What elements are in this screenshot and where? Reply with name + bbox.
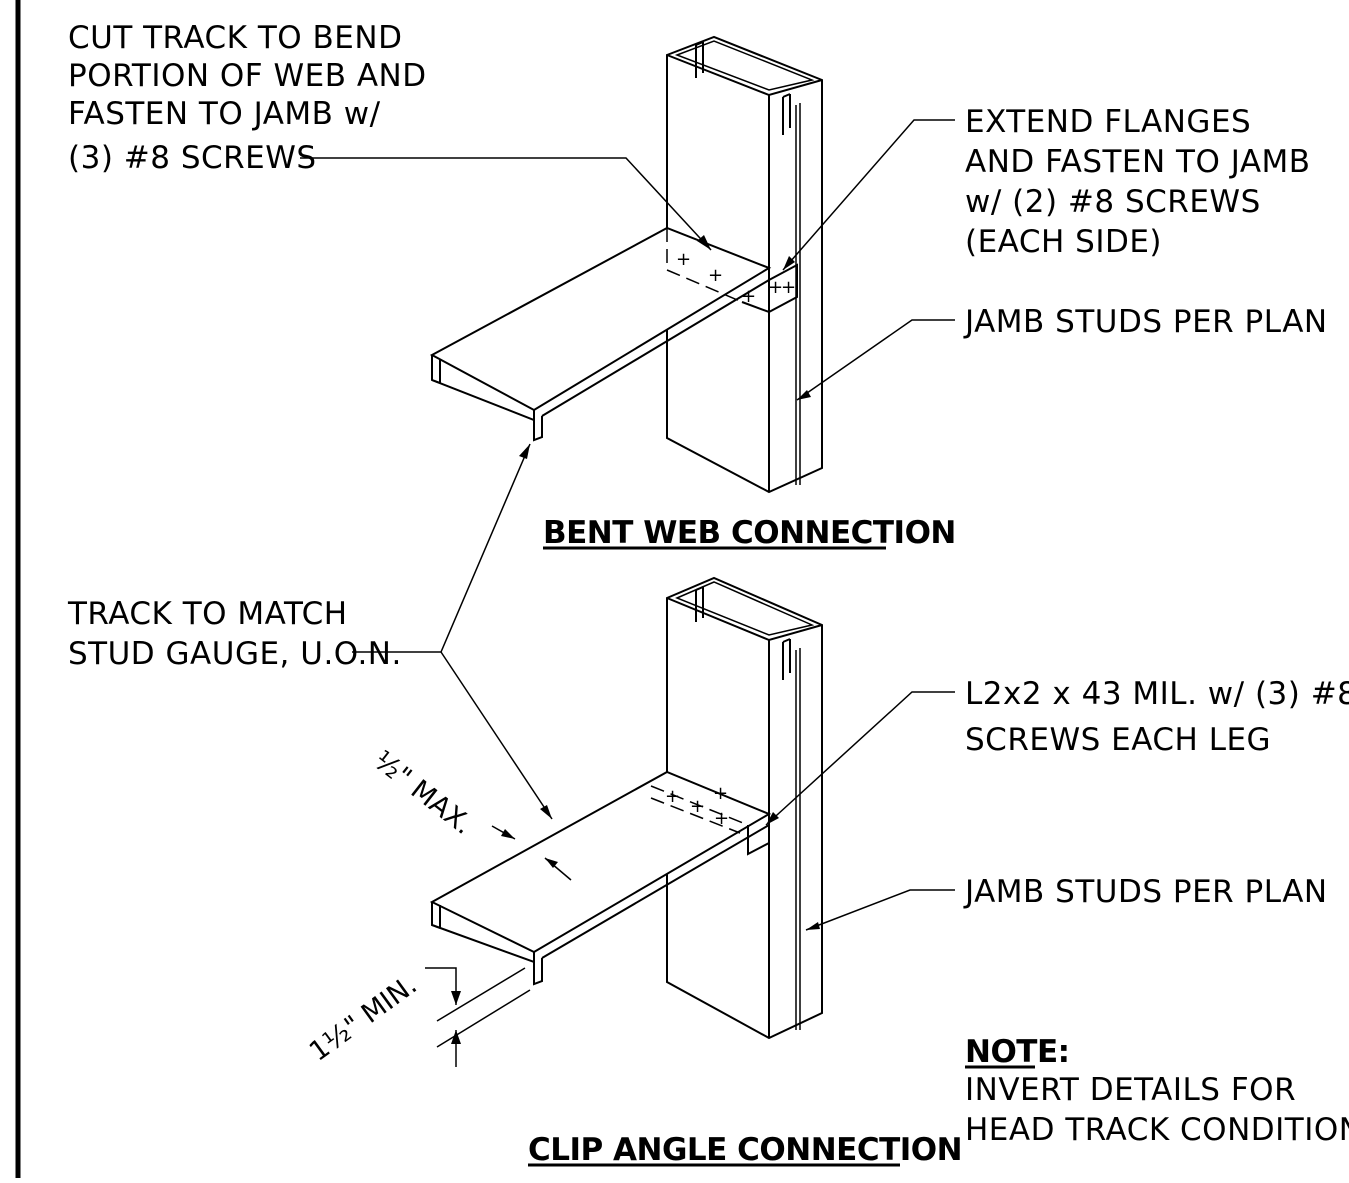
track-to-match-leaders: [352, 443, 553, 820]
clip-angle: [650, 785, 770, 856]
screw-mark: +: [714, 808, 729, 829]
screws-top: + + + + +: [676, 249, 796, 307]
half-inch-max-label: ½" MAX.: [368, 745, 479, 841]
extend-flanges-line-4: (EACH SIDE): [965, 224, 1162, 260]
screw-mark: +: [708, 265, 723, 286]
screw-mark: +: [665, 786, 680, 807]
leaders-top: [300, 119, 955, 401]
screws-bottom: + + + +: [665, 783, 729, 829]
jamb-studs-label-bottom: JAMB STUDS PER PLAN: [963, 874, 1328, 910]
clip-angle-spec-line-1: L2x2 x 43 MIL. w/ (3) #8: [965, 676, 1349, 712]
jamb-stud-bottom: [666, 576, 823, 1040]
screw-mark: +: [676, 249, 691, 270]
track-to-match-line-1: TRACK TO MATCH: [67, 596, 348, 632]
cut-track-line-3: FASTEN TO JAMB w/: [68, 96, 381, 132]
track-top: [429, 226, 798, 442]
cut-track-line-1: CUT TRACK TO BEND: [68, 20, 402, 56]
extend-flanges-label: EXTEND FLANGES AND FASTEN TO JAMB w/ (2)…: [965, 104, 1311, 260]
clip-angle-title: CLIP ANGLE CONNECTION: [528, 1132, 962, 1168]
cut-track-label: CUT TRACK TO BEND PORTION OF WEB AND FAS…: [68, 20, 427, 176]
leaders-bottom: [765, 691, 955, 931]
cut-track-line-4: (3) #8 SCREWS: [68, 140, 317, 176]
screw-mark: +: [781, 277, 796, 298]
clip-angle-detail: + + + +: [425, 576, 955, 1067]
note-line-2: HEAD TRACK CONDITION: [965, 1112, 1349, 1148]
jamb-studs-label-top: JAMB STUDS PER PLAN: [963, 304, 1328, 340]
screw-mark: +: [690, 796, 705, 817]
extend-flanges-line-1: EXTEND FLANGES: [965, 104, 1251, 140]
half-inch-max-dimension: [491, 825, 572, 881]
note-heading: NOTE:: [965, 1034, 1070, 1070]
track-to-match-line-2: STUD GAUGE, U.O.N.: [68, 636, 402, 672]
cut-track-line-2: PORTION OF WEB AND: [68, 58, 427, 94]
clip-angle-spec-label: L2x2 x 43 MIL. w/ (3) #8 SCREWS EACH LEG: [965, 676, 1349, 758]
extend-flanges-line-3: w/ (2) #8 SCREWS: [965, 184, 1261, 220]
bent-web-title: BENT WEB CONNECTION: [543, 515, 956, 551]
screw-mark: +: [741, 286, 756, 307]
inch-half-min-dimension: [425, 967, 531, 1067]
screw-mark: +: [713, 783, 728, 804]
screw-mark: +: [768, 277, 783, 298]
inch-half-min-label: 1½" MIN.: [304, 969, 423, 1067]
extend-flanges-line-2: AND FASTEN TO JAMB: [965, 144, 1311, 180]
note-line-1: INVERT DETAILS FOR: [965, 1072, 1296, 1108]
note-block: NOTE: INVERT DETAILS FOR HEAD TRACK COND…: [965, 1034, 1349, 1148]
track-to-match-label: TRACK TO MATCH STUD GAUGE, U.O.N.: [67, 596, 402, 672]
clip-angle-spec-line-2: SCREWS EACH LEG: [965, 722, 1271, 758]
bent-web-detail: + + + + +: [300, 35, 955, 494]
